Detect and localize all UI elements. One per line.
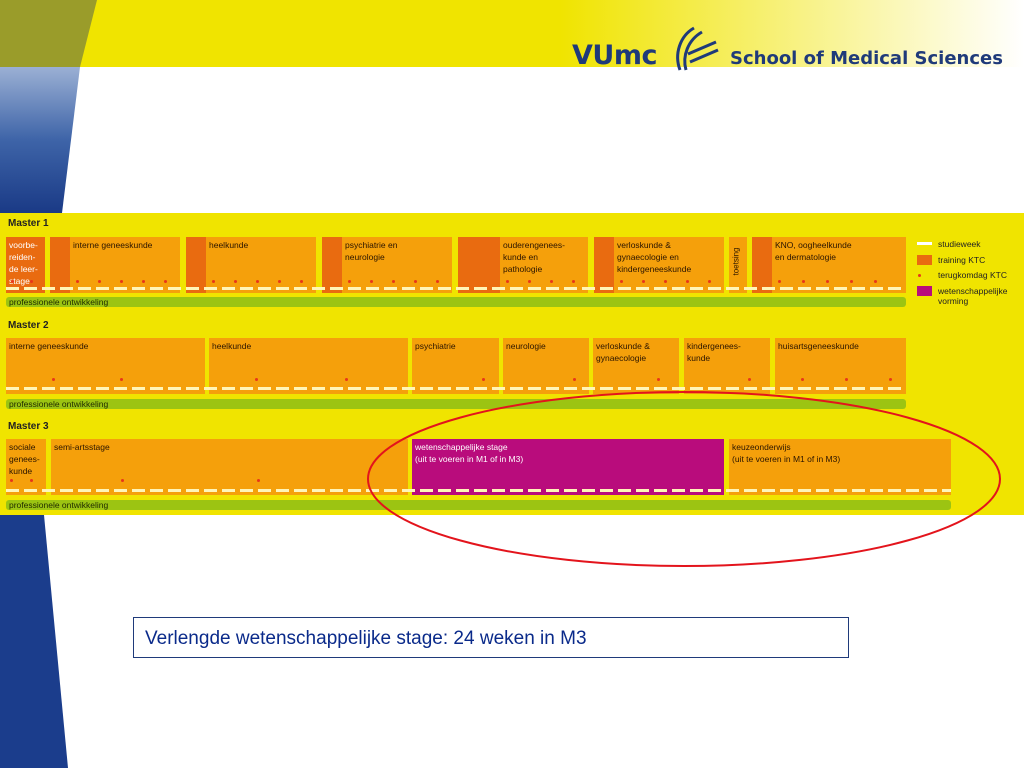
magenta-square-icon	[917, 286, 932, 296]
m1-training-ktc	[322, 237, 342, 293]
m1-block-kno-oogheelkunde-dermatologie: KNO, oogheelkunde en dermatologie	[772, 237, 906, 293]
top-gradient-band	[560, 0, 1024, 67]
master2-label: Master 2	[8, 320, 49, 331]
m1-block-ouderengeneeskunde-pathologie: ouderengenees- kunde en pathologie	[500, 237, 588, 293]
toetsing-label: toetsing	[731, 247, 741, 276]
master3-label: Master 3	[8, 421, 49, 432]
m3-professionele-ontwikkeling: professionele ontwikkeling	[6, 500, 951, 510]
m2-professionele-ontwikkeling: professionele ontwikkeling	[6, 399, 906, 409]
m1-studieweek-dashes	[6, 287, 906, 290]
vumc-logo-text: VUmc	[572, 40, 657, 71]
vumc-swoosh-icon	[676, 26, 719, 71]
m3-block-sociale-geneeskunde: sociale genees- kunde	[6, 439, 46, 495]
m1-training-ktc	[186, 237, 206, 293]
white-bar-icon	[917, 242, 932, 245]
m2-block-neurologie: neurologie	[503, 338, 589, 394]
m3-block-semi-artsstage: semi-artsstage	[51, 439, 408, 495]
left-blue-band-lower	[0, 515, 68, 768]
m1-professionele-ontwikkeling: professionele ontwikkeling	[6, 297, 906, 307]
m3-studieweek-dashes	[6, 489, 951, 492]
m3-block-keuzeonderwijs: keuzeonderwijs (uit te voeren in M1 of i…	[729, 439, 951, 495]
m1-block-heelkunde: heelkunde	[206, 237, 316, 293]
m2-block-heelkunde: heelkunde	[209, 338, 408, 394]
m1-block-interne-geneeskunde: interne geneeskunde	[70, 237, 180, 293]
top-left-olive-band	[0, 0, 97, 67]
m1-training-ktc	[458, 237, 500, 293]
m1-training-ktc	[50, 237, 70, 293]
m3-block-wetenschappelijke-stage: wetenschappelijke stage (uit te voeren i…	[412, 439, 724, 495]
orange-square-icon	[917, 255, 932, 265]
m1-block-toetsing: toetsing	[729, 237, 747, 293]
left-blue-band	[0, 67, 80, 213]
school-title: School of Medical Sciences	[730, 48, 1003, 69]
m1-training-ktc	[594, 237, 614, 293]
red-dot-icon	[918, 274, 921, 277]
m2-studieweek-dashes	[6, 387, 906, 390]
m1-block-psychiatrie-neurologie: psychiatrie en neurologie	[342, 237, 452, 293]
m1-training-ktc	[752, 237, 772, 293]
m2-block-psychiatrie: psychiatrie	[412, 338, 499, 394]
m1-block-verloskunde-gynaecologie-kindergeneeskunde: verloskunde & gynaecologie en kindergene…	[614, 237, 724, 293]
curriculum-schedule: Master 1 voorbe- reiden- de leer- stage …	[0, 213, 1024, 515]
caption-box: Verlengde wetenschappelijke stage: 24 we…	[133, 617, 849, 658]
m2-block-verloskunde-gynaecologie: verloskunde & gynaecologie	[593, 338, 679, 394]
m2-block-huisartsgeneeskunde: huisartsgeneeskunde	[775, 338, 906, 394]
m1-block-voorbereidende-stage: voorbe- reiden- de leer- stage	[6, 237, 45, 293]
highlight-ellipse	[367, 391, 1001, 567]
caption-text: Verlengde wetenschappelijke stage: 24 we…	[145, 628, 587, 649]
m2-block-interne-geneeskunde: interne geneeskunde	[6, 338, 205, 394]
m2-block-kindergeneeskunde: kindergenees- kunde	[684, 338, 770, 394]
master1-label: Master 1	[8, 218, 49, 229]
